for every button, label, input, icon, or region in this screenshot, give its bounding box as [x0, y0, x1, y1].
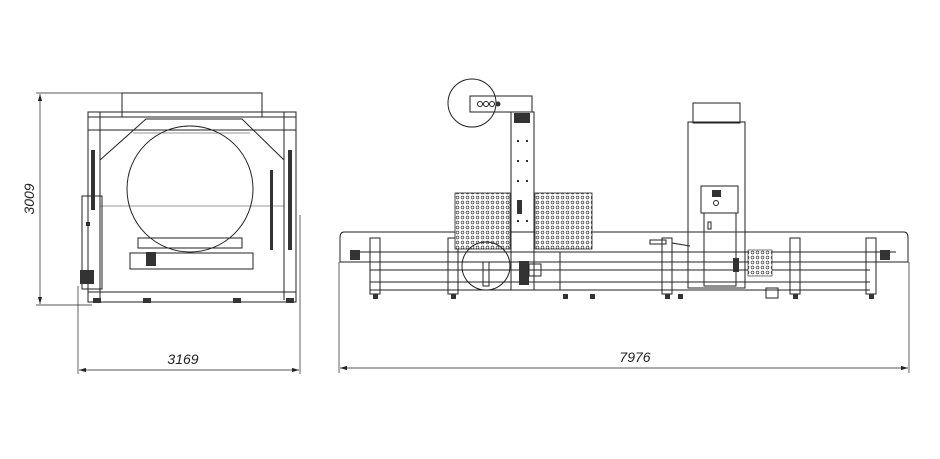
carriage-plate	[469, 95, 533, 113]
mast	[510, 111, 535, 291]
conveyor-legs	[369, 237, 877, 295]
perforated-guard-left	[454, 192, 511, 250]
film-roll	[461, 241, 511, 291]
top-housing	[121, 92, 263, 118]
height-label: 3009	[21, 183, 37, 214]
perforated-guard-right	[534, 192, 593, 250]
width-label: 3169	[167, 351, 198, 367]
control-tower	[687, 121, 746, 289]
conveyor-rail	[339, 231, 909, 263]
side-view-machine	[339, 78, 909, 299]
length-label: 7976	[619, 349, 650, 365]
front-view-machine	[80, 92, 297, 303]
front-width-dimension: 3169	[77, 215, 301, 374]
tower-top	[692, 102, 741, 124]
side-length-dimension: 7976	[338, 262, 910, 373]
cabinet-door	[703, 212, 737, 287]
feet	[93, 298, 294, 303]
front-height-dimension: 3009	[21, 92, 122, 306]
rotating-ring	[126, 125, 254, 253]
roller-table	[137, 237, 243, 249]
frame	[87, 111, 297, 303]
motor	[519, 261, 529, 285]
